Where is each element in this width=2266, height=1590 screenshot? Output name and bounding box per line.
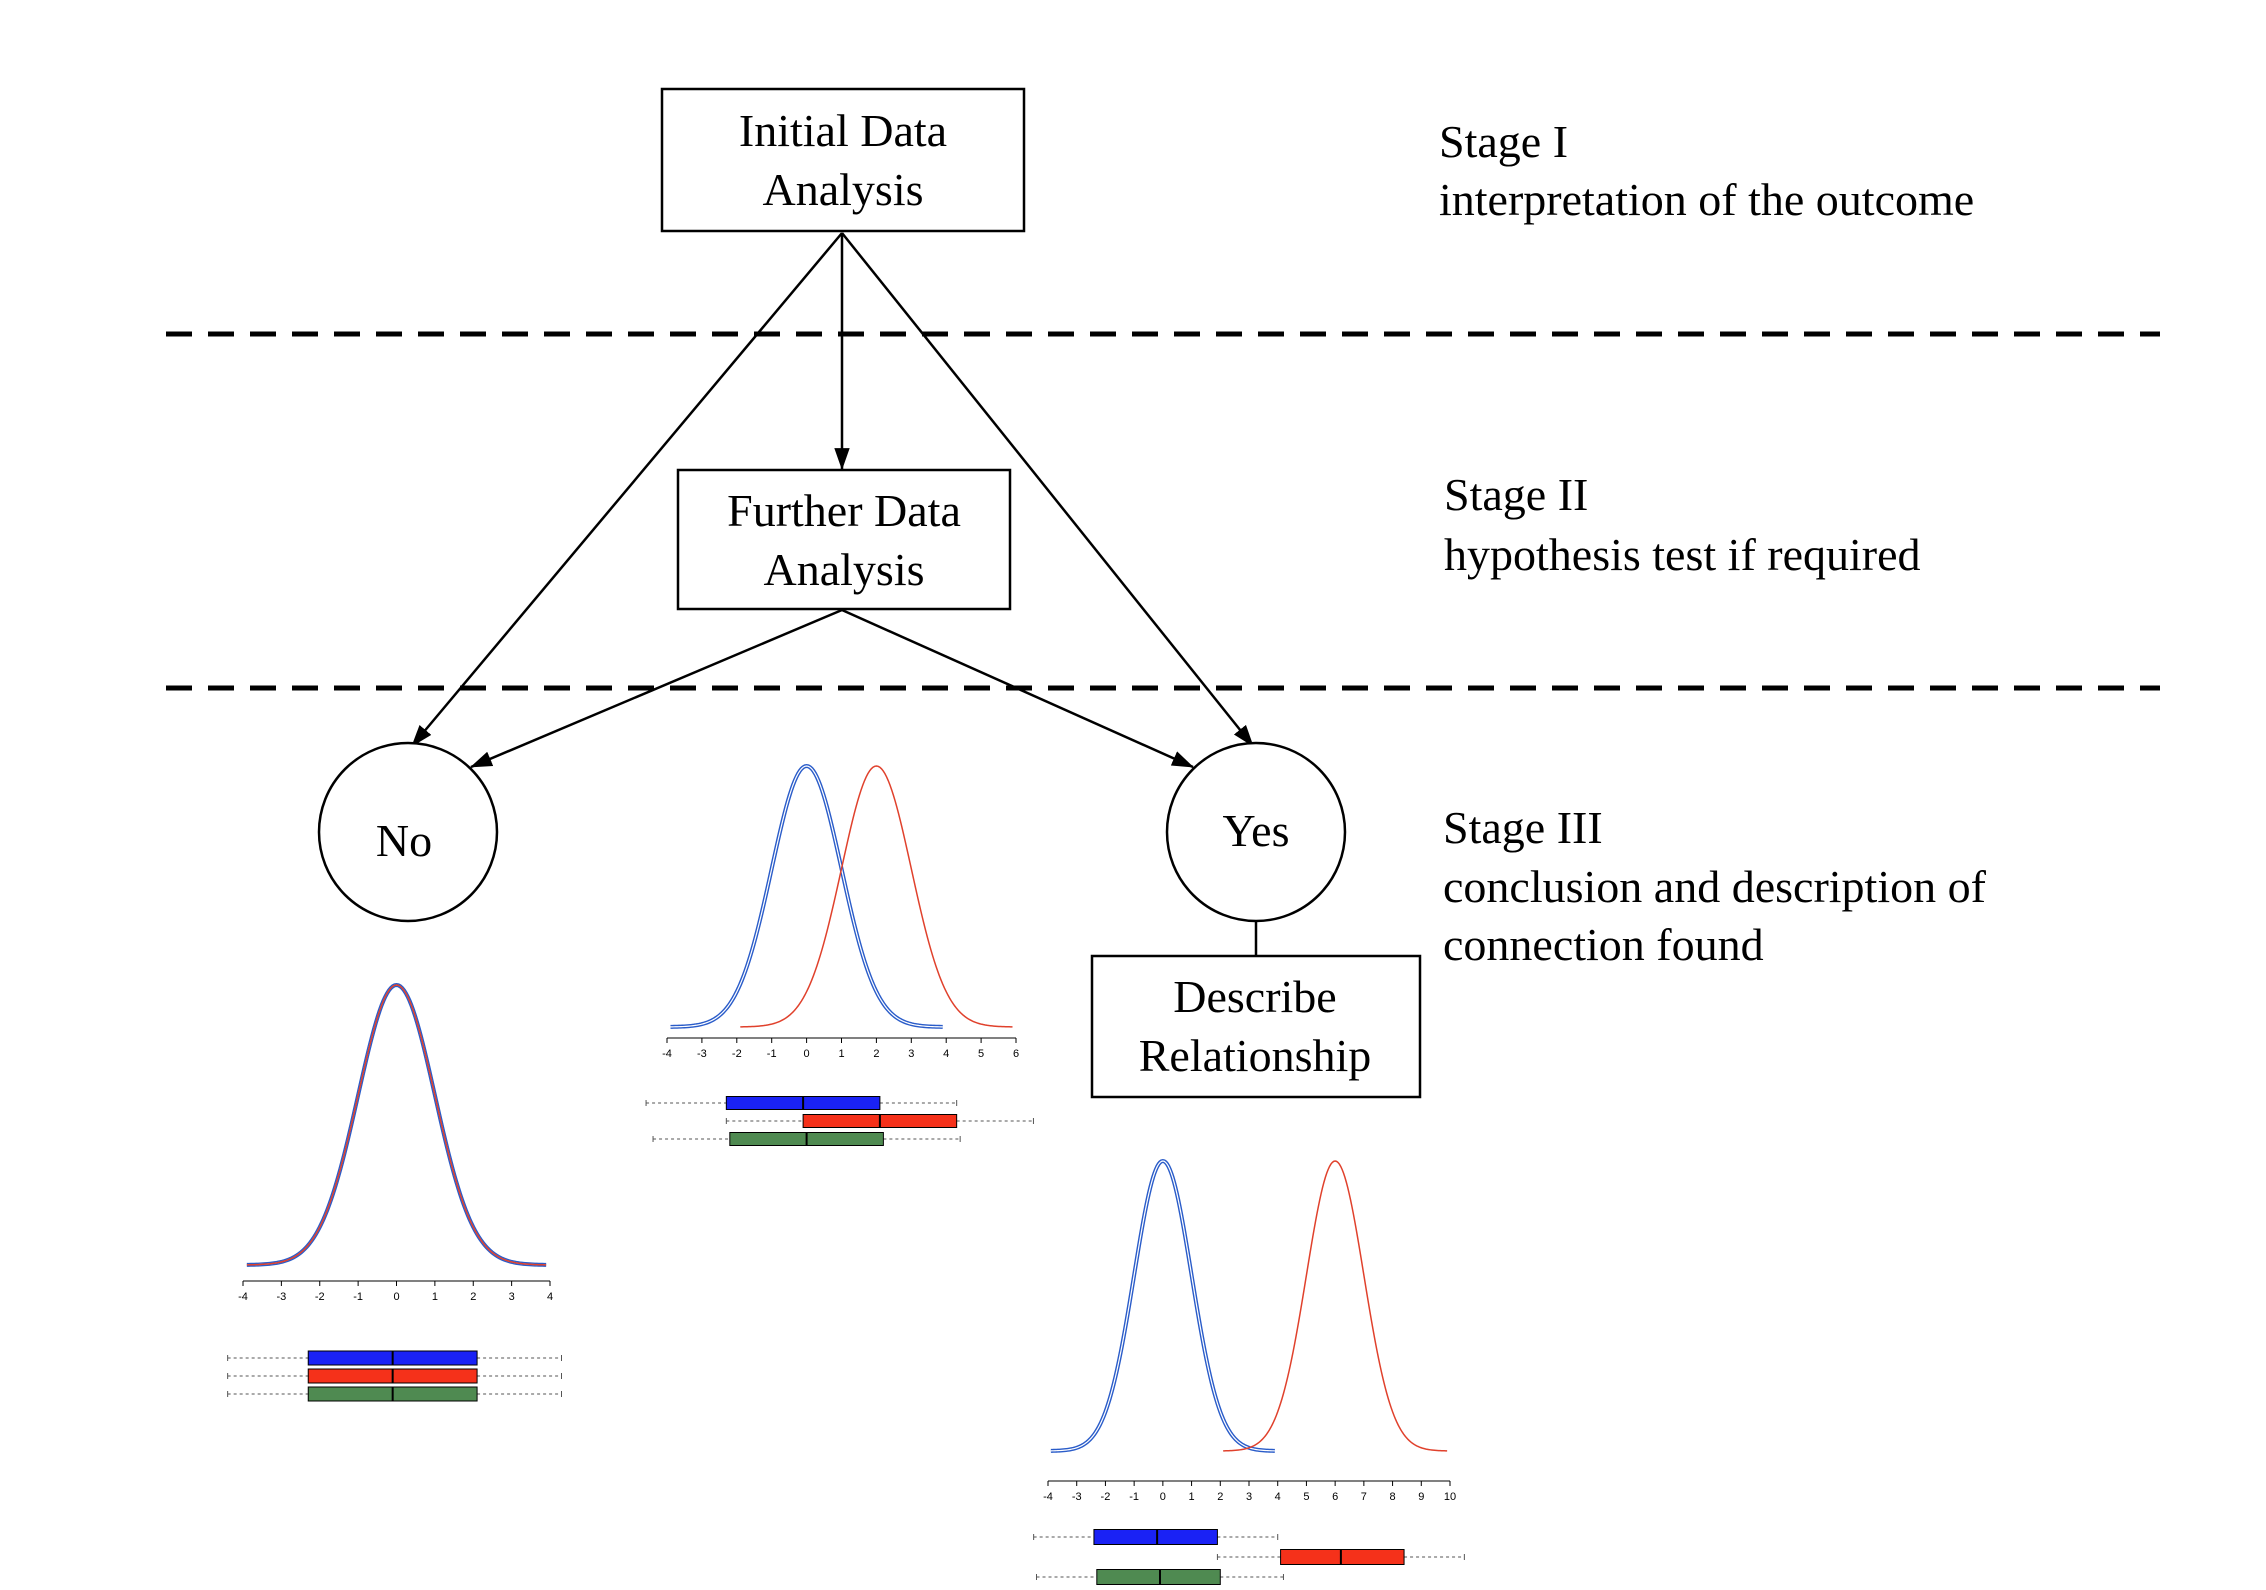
stage-2-description: hypothesis test if required <box>1444 529 1921 580</box>
x-tick-label: 4 <box>943 1048 949 1060</box>
yes-node: Yes <box>1165 741 1347 923</box>
x-tick-label: -2 <box>1101 1491 1111 1503</box>
x-tick-label: 3 <box>1246 1491 1252 1503</box>
stage-3-label: Stage III conclusion and description of … <box>1443 802 1987 970</box>
x-tick-label: -1 <box>767 1048 777 1060</box>
x-tick-label: 6 <box>1332 1491 1338 1503</box>
x-tick-label: 8 <box>1390 1491 1396 1503</box>
initial-analysis-line-1: Initial Data <box>739 105 947 156</box>
x-tick-label: -2 <box>732 1048 742 1060</box>
x-tick-label: 7 <box>1361 1491 1367 1503</box>
x-tick-label: -3 <box>1072 1491 1082 1503</box>
x-tick-label: 2 <box>1217 1491 1223 1503</box>
chart-yes-case: -4 -3 -2 -1 0 1 2 3 4 5 6 7 8 9 10 <box>1033 1158 1465 1585</box>
arrow-further-to-no <box>469 608 843 769</box>
density-curve-1 <box>1223 1160 1448 1452</box>
describe-relationship-node: Describe Relationship <box>1090 954 1422 1099</box>
further-analysis-line-1: Further Data <box>727 485 961 536</box>
x-tick-label: 3 <box>908 1048 914 1060</box>
density-curve-0-inner <box>246 984 547 1266</box>
x-tick-label: 1 <box>432 1291 438 1303</box>
stage-1-label: Stage I interpretation of the outcome <box>1439 116 1974 225</box>
arrow-further-to-yes <box>841 608 1195 769</box>
boxplot-red <box>725 1114 1034 1128</box>
density-curve-0-outer <box>1050 1158 1275 1453</box>
x-tick-label: 1 <box>1189 1491 1195 1503</box>
x-tick-label: -3 <box>276 1291 286 1303</box>
initial-analysis-node: Initial Data Analysis <box>660 87 1026 233</box>
x-tick-label: 4 <box>1275 1491 1281 1503</box>
x-tick-label: -4 <box>1043 1491 1053 1503</box>
stage-3-description-line-2: connection found <box>1443 919 1764 970</box>
arrow-initial-to-yes <box>841 232 1254 747</box>
x-tick-label: 2 <box>470 1291 476 1303</box>
chart-no-case: -4 -3 -2 -1 0 1 2 3 4 <box>227 982 563 1402</box>
boxplot-green <box>1036 1569 1284 1585</box>
x-tick-label: -3 <box>697 1048 707 1060</box>
box-iqr <box>1096 1569 1221 1585</box>
stage-1-description: interpretation of the outcome <box>1439 174 1974 225</box>
no-node: No <box>317 741 499 923</box>
stage-2-title: Stage II <box>1444 469 1588 520</box>
initial-analysis-line-2: Analysis <box>763 164 924 215</box>
boxplot-blue <box>1033 1529 1279 1545</box>
x-tick-label: 0 <box>393 1291 399 1303</box>
boxplot-green <box>227 1386 563 1402</box>
density-curve-1 <box>246 984 547 1266</box>
density-curve-0-inner <box>670 765 943 1028</box>
x-tick-label: -4 <box>238 1291 248 1303</box>
further-analysis-line-2: Analysis <box>764 544 925 595</box>
x-tick-label: -2 <box>315 1291 325 1303</box>
density-curve-0-outer <box>246 982 547 1267</box>
x-tick-label: 2 <box>873 1048 879 1060</box>
x-tick-label: -1 <box>1129 1491 1139 1503</box>
x-tick-label: 5 <box>1303 1491 1309 1503</box>
x-tick-label: 5 <box>978 1048 984 1060</box>
describe-line-1: Describe <box>1173 971 1336 1022</box>
box-iqr <box>1280 1549 1405 1565</box>
x-tick-label: 0 <box>1160 1491 1166 1503</box>
stage-1-title: Stage I <box>1439 116 1568 167</box>
box-iqr <box>1093 1529 1218 1545</box>
stage-2-label: Stage II hypothesis test if required <box>1444 469 1921 580</box>
yes-label: Yes <box>1223 805 1290 856</box>
boxplot-green <box>652 1132 961 1146</box>
boxplot-blue <box>645 1096 958 1110</box>
no-label: No <box>376 815 432 866</box>
x-tick-label: 4 <box>547 1291 553 1303</box>
density-curve-1 <box>740 765 1013 1028</box>
x-tick-label: -1 <box>353 1291 363 1303</box>
stage-3-description-line-1: conclusion and description of <box>1443 861 1987 912</box>
density-curve-0-inner <box>1050 1160 1275 1452</box>
stage-3-title: Stage III <box>1443 802 1603 853</box>
x-tick-label: 10 <box>1444 1491 1456 1503</box>
x-tick-label: 3 <box>509 1291 515 1303</box>
further-analysis-node: Further Data Analysis <box>676 468 1012 611</box>
x-tick-label: 0 <box>804 1048 810 1060</box>
x-tick-label: -4 <box>662 1048 672 1060</box>
x-tick-label: 1 <box>838 1048 844 1060</box>
arrow-initial-to-no <box>411 232 843 747</box>
density-curve-0-outer <box>670 763 943 1029</box>
boxplot-red <box>227 1368 563 1384</box>
boxplot-blue <box>227 1350 563 1366</box>
describe-line-2: Relationship <box>1139 1030 1372 1081</box>
x-tick-label: 6 <box>1013 1048 1019 1060</box>
x-tick-label: 9 <box>1418 1491 1424 1503</box>
boxplot-red <box>1216 1549 1465 1565</box>
chart-further-case: -4 -3 -2 -1 0 1 2 3 4 5 6 <box>645 763 1034 1146</box>
